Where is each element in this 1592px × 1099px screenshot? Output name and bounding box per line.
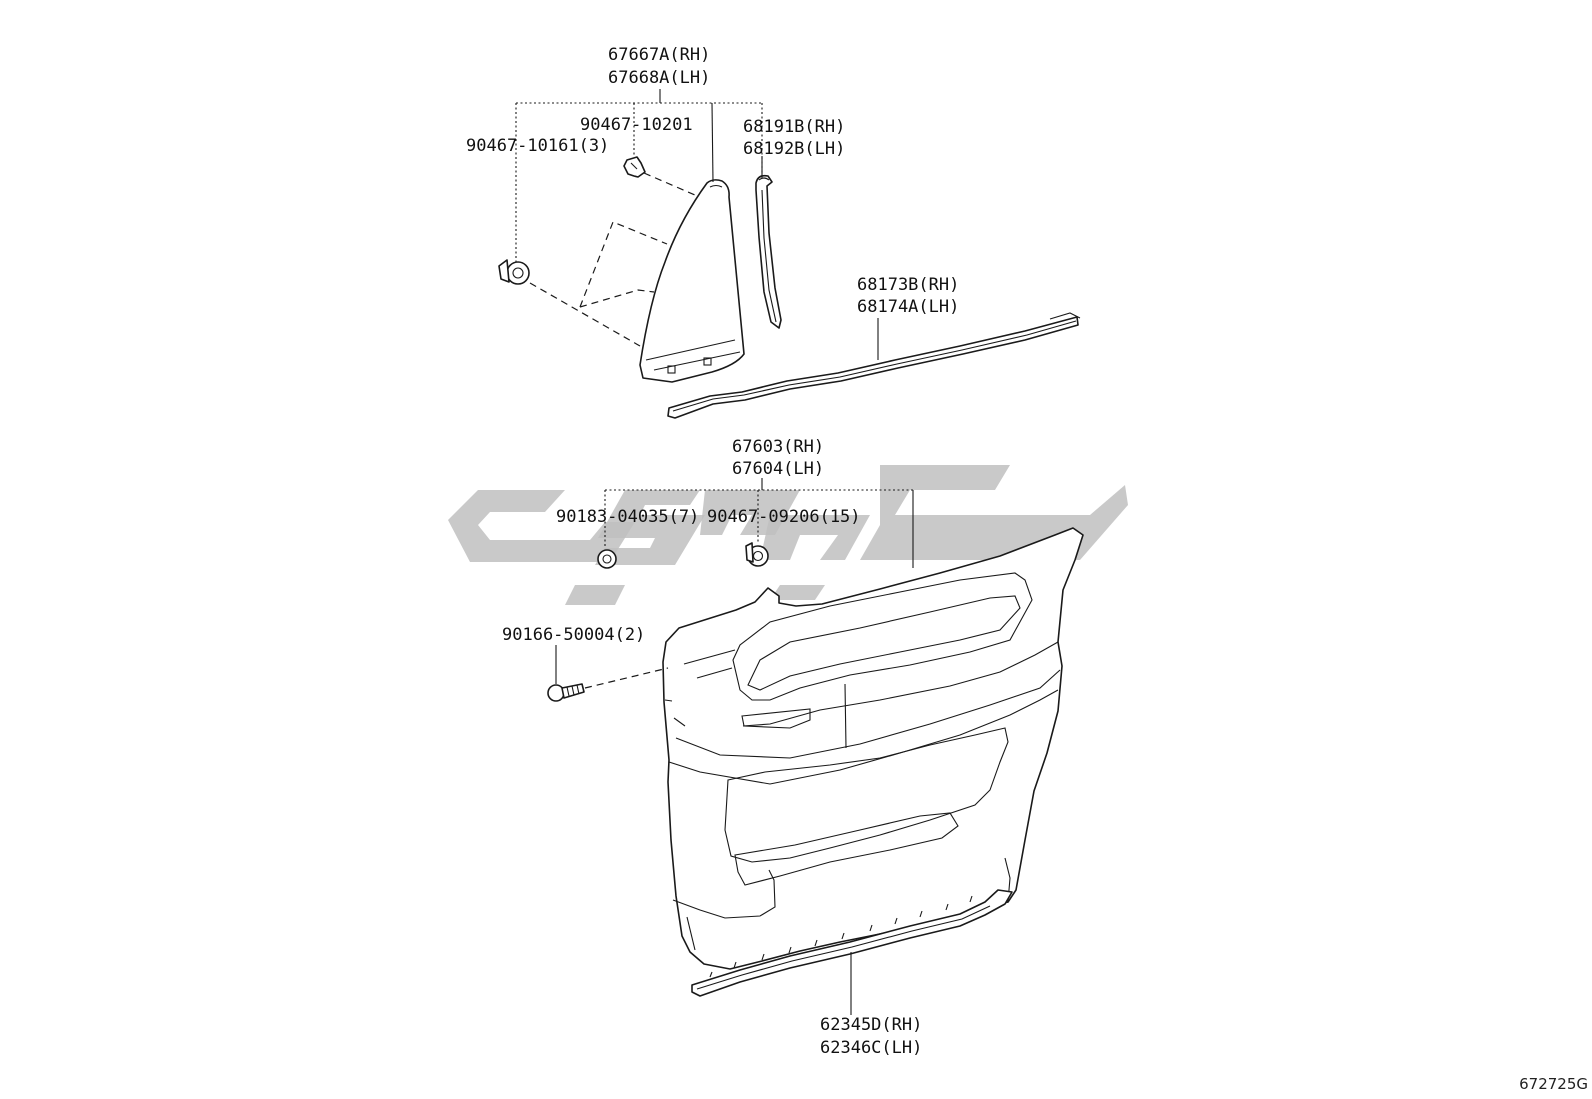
label-clip-10201: 90467-10201 <box>580 115 693 135</box>
reference-code: 672725G <box>1519 1075 1588 1093</box>
clip-90467-10161 <box>498 259 530 285</box>
door-trim-panel <box>662 527 1084 970</box>
label-door-trim-rh: 67603(RH) <box>732 437 824 457</box>
label-weatherstrip-rh: 68191B(RH) <box>743 117 845 137</box>
label-door-trim-lh: 67604(LH) <box>732 459 824 479</box>
door-frame-weatherstrip <box>755 174 782 329</box>
belt-moulding-seal <box>667 312 1081 419</box>
label-scuff-plate-lh: 62346C(LH) <box>820 1038 922 1058</box>
label-scuff-plate-rh: 62345D(RH) <box>820 1015 922 1035</box>
upper-leader-lines <box>515 89 879 360</box>
clip-90467-10201 <box>623 156 646 178</box>
quarter-trim-panel <box>639 179 745 383</box>
label-clip-09206: 90467-09206(15) <box>707 507 861 527</box>
scuff-plate <box>691 889 1013 997</box>
label-belt-seal-lh: 68174A(LH) <box>857 297 959 317</box>
clip-90183-04035 <box>597 549 617 569</box>
clip-90467-09206 <box>745 542 769 567</box>
label-weatherstrip-lh: 68192B(LH) <box>743 139 845 159</box>
screw-90166-50004 <box>547 683 585 702</box>
label-clip-04035: 90183-04035(7) <box>556 507 699 527</box>
lower-leader-lines <box>555 478 914 1015</box>
label-quarter-trim-lh: 67668A(LH) <box>608 68 710 88</box>
label-screw-50004: 90166-50004(2) <box>502 625 645 645</box>
label-clip-10161: 90467-10161(3) <box>466 136 609 156</box>
label-quarter-trim-rh: 67667A(RH) <box>608 45 710 65</box>
label-belt-seal-rh: 68173B(RH) <box>857 275 959 295</box>
